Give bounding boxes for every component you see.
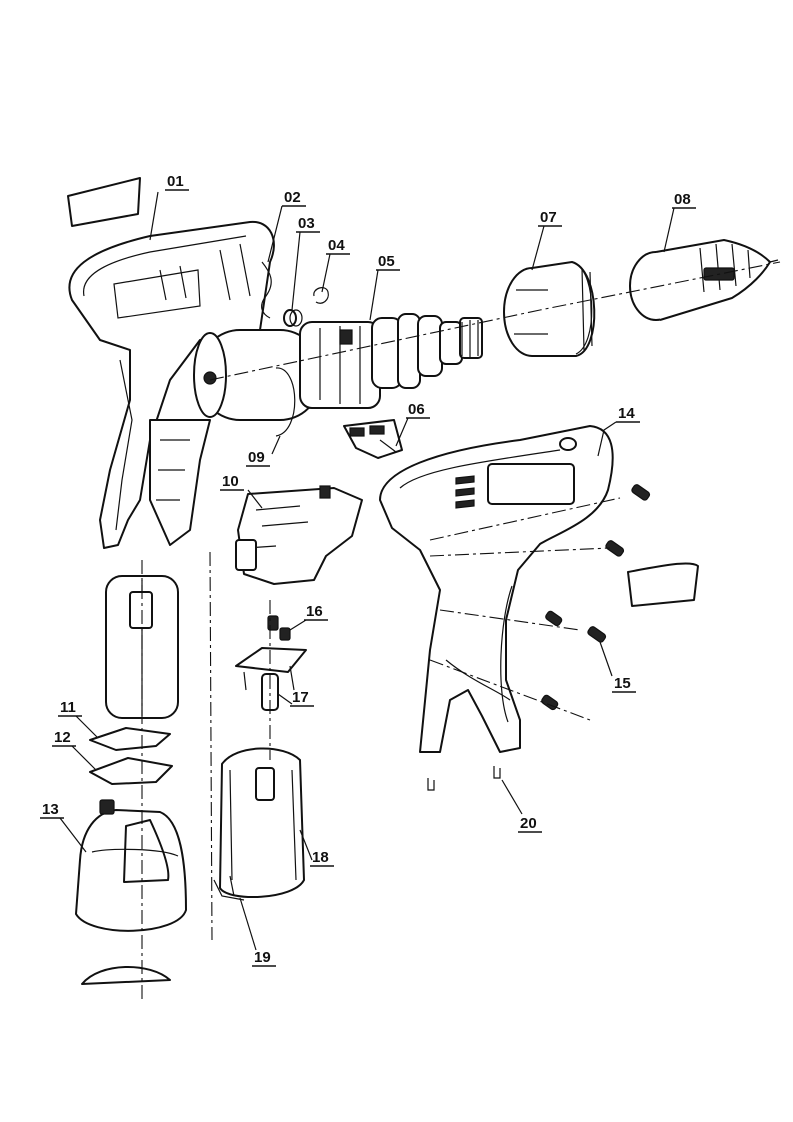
callout-leader-line xyxy=(267,205,283,263)
part-11-insulator xyxy=(89,727,171,751)
callout-13: 13 xyxy=(40,801,87,853)
callout-12: 12 xyxy=(52,729,97,771)
part-08-chuck xyxy=(629,239,779,321)
callout-leader-line xyxy=(321,253,331,293)
callout-04: 04 xyxy=(321,237,350,293)
callout-leader-line xyxy=(247,489,263,509)
callout-number: 05 xyxy=(378,253,395,270)
callout-19: 19 xyxy=(239,897,276,967)
callout-16: 16 xyxy=(289,603,328,631)
callout-06: 06 xyxy=(395,401,430,447)
callout-number: 01 xyxy=(167,173,184,190)
callout-leader-line xyxy=(299,829,313,861)
part-15-screws xyxy=(541,484,651,711)
callout-10: 10 xyxy=(220,473,263,509)
callout-number: 11 xyxy=(60,699,76,716)
callout-number: 09 xyxy=(248,449,265,466)
callout-07: 07 xyxy=(531,209,562,271)
callout-leader-line xyxy=(149,191,159,241)
callout-labels: 01 02 03 04 05 06 07 08 09 10 11 12 13 14 15 16 17 18 19 20 xyxy=(40,173,696,967)
callout-18: 18 xyxy=(299,829,334,867)
part-18-battery-housing xyxy=(219,747,305,898)
part-07-torque-ring xyxy=(503,261,596,357)
callout-number: 08 xyxy=(674,191,691,208)
callout-number: 13 xyxy=(42,801,59,818)
part-05-motor-gearbox xyxy=(193,313,483,421)
callout-20: 20 xyxy=(501,779,542,833)
part-12-insulator xyxy=(89,757,173,785)
callout-leader-line xyxy=(291,231,301,311)
callout-leader-line xyxy=(663,207,675,253)
callout-number: 17 xyxy=(292,689,309,706)
callout-number: 10 xyxy=(222,473,239,490)
callout-number: 20 xyxy=(520,815,537,832)
callout-leader-line xyxy=(71,745,97,771)
callout-14: 14 xyxy=(597,405,640,457)
callout-number: 12 xyxy=(54,729,71,746)
callout-08: 08 xyxy=(663,191,696,253)
callout-number: 02 xyxy=(284,189,301,206)
callout-05: 05 xyxy=(369,253,400,321)
callout-leader-line xyxy=(59,817,87,853)
part-06-switch-block xyxy=(343,419,403,459)
callout-number: 18 xyxy=(312,849,329,866)
callout-17: 17 xyxy=(277,689,314,707)
callout-leader-line xyxy=(395,417,409,447)
callout-number: 06 xyxy=(408,401,425,418)
callout-number: 03 xyxy=(298,215,315,232)
part-10-trigger-switch xyxy=(235,485,363,585)
callout-leader-line xyxy=(289,619,307,631)
callout-leader-line xyxy=(75,715,99,739)
callout-leader-line xyxy=(501,779,523,815)
part-20-clips xyxy=(427,766,501,791)
callout-number: 14 xyxy=(618,405,635,422)
callout-09: 09 xyxy=(246,435,281,467)
callout-number: 04 xyxy=(328,237,345,254)
part-01-housing-left xyxy=(67,177,275,549)
part-04-clip xyxy=(313,287,329,304)
part-03-spacer xyxy=(283,309,303,327)
callout-02: 02 xyxy=(267,189,306,263)
callout-15: 15 xyxy=(599,641,636,693)
callout-leader-line xyxy=(271,435,281,455)
callout-leader-line xyxy=(599,641,613,677)
callout-leader-line xyxy=(597,421,617,457)
callout-03: 03 xyxy=(291,215,320,311)
callout-11: 11 xyxy=(58,699,99,739)
callout-leader-line xyxy=(531,225,545,271)
part-02-spring xyxy=(261,261,272,319)
callout-leader-line xyxy=(277,693,293,705)
part-13-battery-top xyxy=(75,799,187,985)
callout-leader-line xyxy=(369,269,379,321)
assembly-axes xyxy=(141,261,781,1000)
part-14-housing-right xyxy=(379,425,699,753)
callout-number: 16 xyxy=(306,603,323,620)
part-16-screw xyxy=(267,615,291,641)
callout-01: 01 xyxy=(149,173,189,241)
callout-number: 19 xyxy=(254,949,271,966)
callout-number: 07 xyxy=(540,209,557,226)
part-19-terminals xyxy=(213,875,245,901)
callout-leader-line xyxy=(239,897,257,951)
callout-number: 15 xyxy=(614,675,631,692)
part-09-ring xyxy=(275,367,296,437)
